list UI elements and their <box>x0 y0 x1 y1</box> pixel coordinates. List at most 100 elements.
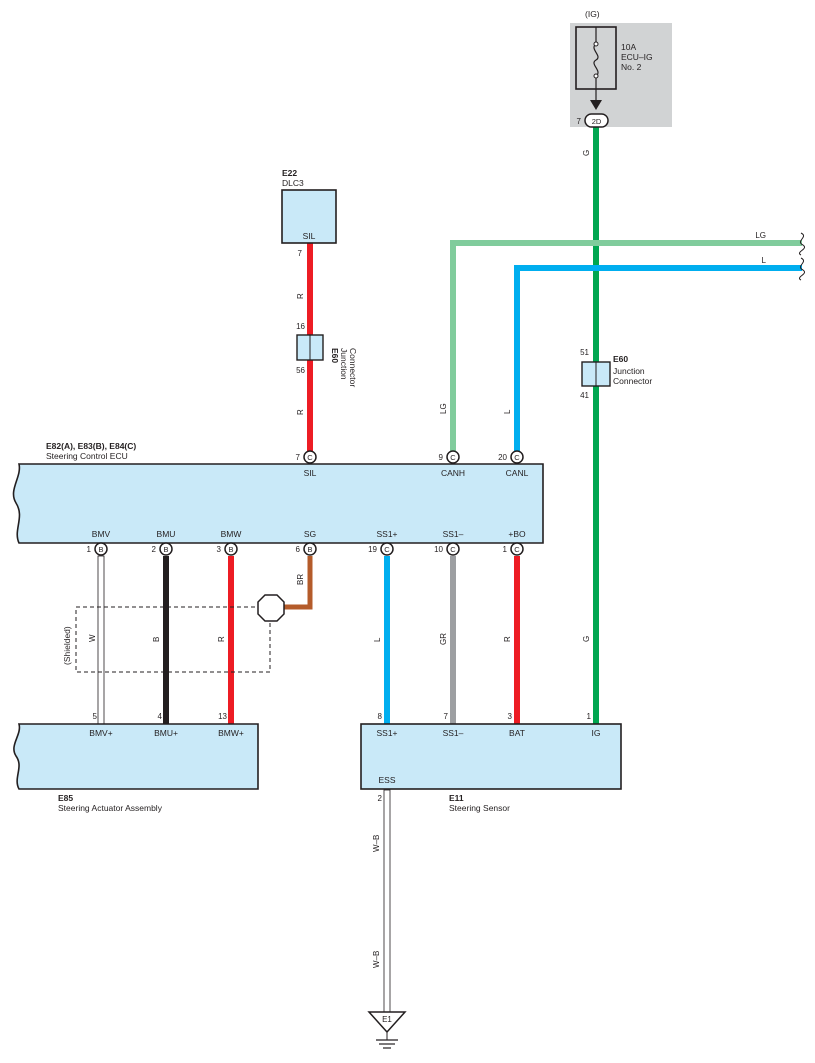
ecu-terminal-ss1-minus-pin: 10 <box>434 545 443 554</box>
ground-e1: E1 <box>367 1011 407 1049</box>
shield: (Shielded) <box>62 594 285 673</box>
ecu-terminal-sg: B 6 SG <box>296 529 317 556</box>
ecu-terminal-bmw-name: BMW <box>221 529 242 539</box>
ecu-terminal-bmv-circle <box>94 542 108 556</box>
wire-break-icon <box>799 232 805 281</box>
fuse-icon <box>593 27 599 89</box>
junction-left-pin-bottom: 56 <box>296 366 305 375</box>
junction-right-name-1: Junction <box>613 366 645 376</box>
dlc3-pin: 7 <box>298 249 303 258</box>
ecu-terminal-sil-circle <box>303 450 317 464</box>
wire-label-sil-upper: R <box>296 293 305 299</box>
sensor-pin-ss1-plus: 8 <box>378 712 383 721</box>
connector-2d-code: 2D <box>592 117 602 126</box>
ecu-terminal-canh-pin: 9 <box>439 453 444 462</box>
wire-color-labels: R R LG L G G LG L W B R BR L GR R W–B W–… <box>88 150 767 968</box>
shield-outline <box>75 606 271 673</box>
dlc3-terminal: SIL <box>303 231 316 241</box>
ecu-terminal-sil-conn: C <box>307 453 313 462</box>
ecu-terminal-bmu: B 2 BMU <box>152 529 176 556</box>
wire-label-ess-upper: W–B <box>372 835 381 852</box>
junction-left-name-1: Junction <box>339 348 349 380</box>
ecu-terminal-bmw-circle <box>224 542 238 556</box>
ecu-terminal-canl: C 20 CANL <box>498 450 529 478</box>
steering-sensor: 8 7 3 1 SS1+ SS1– BAT IG ESS 2 E11 Steer… <box>360 712 622 813</box>
ecu-terminal-bmw-conn: B <box>228 545 233 554</box>
junction-left-code: E60 <box>330 348 340 363</box>
dlc3-name: DLC3 <box>282 178 304 188</box>
ecu-terminal-canh: C 9 CANH <box>439 450 465 478</box>
ecu-terminal-ss1-minus-conn: C <box>450 545 456 554</box>
ground-code: E1 <box>382 1015 392 1024</box>
ecu-terminal-bmu-circle <box>159 542 173 556</box>
wire-label-canh: LG <box>439 403 448 414</box>
ecu-terminal-sil: C 7 SIL <box>296 450 317 478</box>
ecu-name: Steering Control ECU <box>46 451 128 461</box>
ecu-code: E82(A), E83(B), E84(C) <box>46 441 136 451</box>
ecu-terminal-ss1-plus: C 19 SS1+ <box>368 529 398 556</box>
actuator-terminal-bmv: BMV+ <box>89 728 112 738</box>
sensor-pin-ig: 1 <box>587 712 592 721</box>
sensor-code: E11 <box>449 793 464 803</box>
ecu-terminal-bo-conn: C <box>514 545 520 554</box>
wire-canl <box>514 265 802 452</box>
ecu-terminal-bo: C 1 +BO <box>503 529 526 556</box>
ecu-box <box>12 463 544 544</box>
ecu-terminal-bmv-name: BMV <box>92 529 111 539</box>
dlc3-code: E22 <box>282 168 297 178</box>
junction-connector-right: 51 41 E60 Junction Connector <box>580 348 652 400</box>
ecu-terminal-bo-pin: 1 <box>503 545 508 554</box>
wire-label-canl: L <box>503 409 512 414</box>
ecu-terminal-bmw-pin: 3 <box>217 545 222 554</box>
wire-canh <box>450 240 802 452</box>
ecu-terminal-sil-name: SIL <box>304 468 317 478</box>
ig-supply-label: (IG) <box>585 9 600 19</box>
connector-2d-pin: 7 <box>577 117 582 126</box>
wire-label-lg-line: LG <box>755 231 766 240</box>
ecu-terminal-ss1-minus-name: SS1– <box>443 529 464 539</box>
sensor-terminal-ss1-plus: SS1+ <box>376 728 397 738</box>
wire-label-ig-upper: G <box>582 150 591 156</box>
ecu-terminal-canh-name: CANH <box>441 468 465 478</box>
junction-right-name-2: Connector <box>613 376 652 386</box>
ecu-terminal-bmu-name: BMU <box>157 529 176 539</box>
actuator-pin-bmu: 4 <box>158 712 163 721</box>
wire-ess <box>383 789 391 1013</box>
junction-connector-left: 16 56 E60 Junction Connector <box>296 322 358 387</box>
actuator-terminal-bmw: BMW+ <box>218 728 244 738</box>
actuator-pin-bmw: 13 <box>218 712 227 721</box>
ecu-terminal-ss1-plus-circle <box>380 542 394 556</box>
ecu-terminal-canh-conn: C <box>450 453 456 462</box>
ecu-terminal-sg-pin: 6 <box>296 545 301 554</box>
wire-label-bmv: W <box>88 634 97 642</box>
wire-bmv <box>97 555 105 725</box>
shield-ground-octagon-icon <box>257 594 285 622</box>
sensor-name: Steering Sensor <box>449 803 510 813</box>
ecu-terminal-sil-pin: 7 <box>296 453 301 462</box>
ecu-terminal-bmu-conn: B <box>163 545 168 554</box>
dlc3-box <box>281 189 337 244</box>
ecu-terminal-bo-name: +BO <box>508 529 526 539</box>
ecu-bottom-terminals: B 1 BMV B 2 BMU B 3 BMW B 6 SG C 19 SS1+ <box>87 529 526 556</box>
actuator-pin-bmv: 5 <box>93 712 98 721</box>
sensor-box <box>360 723 622 790</box>
junction-left-name-2: Connector <box>348 348 358 387</box>
wire-label-ss1-minus: GR <box>439 633 448 645</box>
wire-label-ess-lower: W–B <box>372 951 381 968</box>
ecu-terminal-ss1-plus-name: SS1+ <box>376 529 397 539</box>
sensor-terminal-bat: BAT <box>509 728 525 738</box>
ecu-terminal-bmv: B 1 BMV <box>87 529 111 556</box>
dlc3-connector: E22 DLC3 SIL 7 <box>281 168 337 258</box>
sensor-pin-ss1-minus: 7 <box>444 712 449 721</box>
sensor-terminal-ess: ESS <box>378 775 395 785</box>
ecu-terminal-ss1-minus-circle <box>446 542 460 556</box>
wire-label-l-line: L <box>762 256 767 265</box>
actuator-code: E85 <box>58 793 73 803</box>
wires <box>97 127 802 1013</box>
wire-label-bmu: B <box>152 637 161 642</box>
wire-label-bmw: R <box>217 636 226 642</box>
ecu-terminal-canh-circle <box>446 450 460 464</box>
fuse-amp: 10A <box>621 42 636 52</box>
ground-triangle-icon <box>367 1011 407 1034</box>
